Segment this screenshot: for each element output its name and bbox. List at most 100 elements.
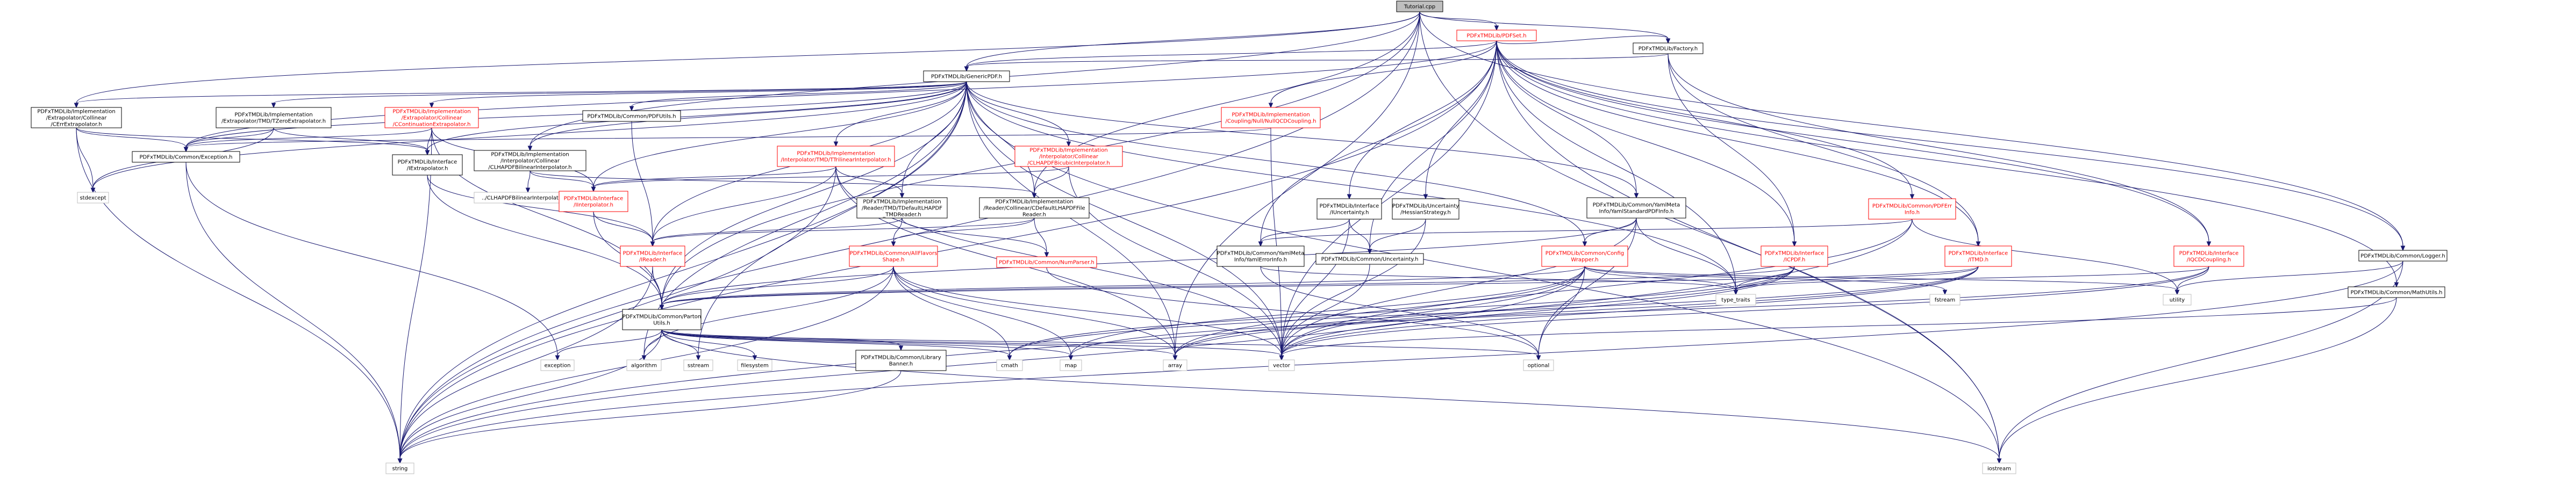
edge-line [1281,219,1350,356]
node-cdefaultreader[interactable]: PDFxTMDLib/Implementation/Reader/Colline… [979,197,1090,219]
node-label: PDFxTMDLib/Common/YamlMeta [1593,202,1680,208]
node-yamlstd[interactable]: PDFxTMDLib/Common/YamlMetaInfo/YamlStand… [1586,197,1686,219]
edge-line [966,81,1585,242]
node-box [2348,286,2445,298]
node-logger[interactable]: PDFxTMDLib/Common/Logger.h [2358,250,2448,262]
edge-line [427,175,662,306]
node-label: PDFxTMDLib/Common/MathUtils.h [2351,290,2443,296]
node-label: fstream [1935,298,1956,303]
node-label: PDFxTMDLib/PDFSet.h [1466,33,1526,39]
edge-arrowhead [752,355,757,361]
node-clhapdfbicubic[interactable]: PDFxTMDLib/Implementation/Interpolator/C… [1014,146,1123,167]
edge-line [1270,40,1497,104]
node-typetraits: type_traits [1715,294,1756,306]
edge-line [661,329,1010,356]
node-genericpdf[interactable]: PDFxTMDLib/GenericPDF.h [923,70,1010,82]
edge-line [966,81,1069,142]
edge-line [399,166,836,459]
edge-arrowhead [1007,355,1012,361]
node-tmdzero[interactable]: PDFxTMDLib/Implementation/Extrapolator/T… [216,107,332,128]
node-box [1163,359,1187,371]
edge-arrowhead [1909,194,1915,200]
node-label: Shape.h [883,257,905,263]
node-uncertainty[interactable]: PDFxTMDLib/Common/Uncertainty.h [1315,253,1424,265]
edge-line [966,11,1420,67]
node-pdfutils[interactable]: PDFxTMDLib/Common/PDFUtils.h [582,110,681,122]
node-label: ../CLHAPDFBilinearInterpolator.tpp [482,196,574,201]
node-algorithm: algorithm [626,359,662,371]
node-label: string [392,466,408,472]
edge-clhapdfbicubic-to-iinterpolator [591,166,1069,192]
node-mathutils[interactable]: PDFxTMDLib/Common/MathUtils.h [2348,286,2445,298]
node-iuncertainty[interactable]: PDFxTMDLib/Interface/IUncertainty.h [1316,198,1382,220]
node-stdexcept: stdexcept [77,192,109,204]
node-box [2163,294,2192,306]
node-label: PDFxTMDLib/Implementation [1232,112,1310,118]
node-yamlerror[interactable]: PDFxTMDLib/Common/YamlMetaInfo/YamlError… [1217,245,1305,267]
node-label: PDFxTMDLib/Common/NumParser.h [999,260,1094,266]
node-exception[interactable]: PDFxTMDLib/Common/Exception.h [132,151,240,163]
node-label: PDFxTMDLib/Common/Exception.h [139,155,232,161]
node-box [132,151,240,163]
edge-line [1034,218,1047,253]
node-contextrap[interactable]: PDFxTMDLib/Implementation/Extrapolator/C… [384,107,479,128]
edge-arrowhead [1032,193,1037,199]
node-itmd[interactable]: PDFxTMDLib/Interface/ITMD.h [1944,245,2012,267]
node-icpdf[interactable]: PDFxTMDLib/Interface/ICPDF.h [1761,245,1828,267]
edge-itmd-to-typetraits [1733,266,1979,295]
node-box [996,359,1023,371]
node-iinterpolator[interactable]: PDFxTMDLib/Interface/IInterpolator.h [559,191,628,212]
node-label: optional [1528,363,1550,369]
node-clhapdfbilinear[interactable]: PDFxTMDLib/Implementation/Interpolator/C… [474,150,586,171]
edge-line [427,81,967,151]
edge-itmd-to-partonutils [659,266,1979,310]
edge-genericpdf-to-clhapdfbicubic [966,81,1071,147]
node-hessian[interactable]: PDFxTMDLib/Uncertainty/HessianStrategy.h [1392,198,1459,220]
edge-line [1349,219,1370,250]
node-iqcdcoupling[interactable]: PDFxTMDLib/Interface/IQCDCoupling.h [2173,245,2244,267]
edge-line [643,266,894,356]
node-box [856,197,948,219]
node-tmdreader[interactable]: PDFxTMDLib/Implementation/Reader/TMD/TDe… [856,197,948,219]
node-sstream: sstream [683,359,713,371]
edge-line [652,218,903,242]
edge-line [1419,11,1669,39]
node-nullcoupling[interactable]: PDFxTMDLib/Implementation/Coupling/Null/… [1221,107,1321,128]
node-pdfset[interactable]: PDFxTMDLib/PDFSet.h [1456,30,1537,41]
node-box [1982,462,2016,474]
node-ireader[interactable]: PDFxTMDLib/Interface/IReader.h [620,245,685,267]
edge-arrowhead [2400,245,2406,251]
edge-line [652,218,1035,242]
edge-hessian-to-vector [1279,219,1426,361]
node-box [1929,294,1960,306]
edge-line [1281,219,1426,356]
node-factory[interactable]: PDFxTMDLib/Factory.h [1633,42,1704,54]
node-cerr[interactable]: PDFxTMDLib/Implementation/Extrapolator/C… [31,107,122,128]
edge-line [427,127,432,151]
edge-arrowhead [1665,38,1671,44]
edge-line [399,40,1497,459]
edge-arrowhead [1068,355,1074,361]
edge-line [427,175,653,242]
node-box [1396,1,1443,12]
edge-line [893,266,1176,356]
edge-arrowhead [271,103,276,108]
node-label: PDFxTMDLib/GenericPDF.h [931,74,1002,80]
edge-line [966,81,1736,291]
edge-arrowhead [1172,355,1178,361]
edge-line [661,329,1071,356]
edge-pdfset-to-genericpdf [964,40,1497,72]
node-label: /Interpolator/TMD/TTrilinearInterpolator… [781,157,891,163]
node-iostream: iostream [1982,462,2016,474]
node-tmdtrilinear[interactable]: PDFxTMDLib/Implementation/Interpolator/T… [777,146,895,167]
node-box [540,359,575,371]
edge-line [966,81,2000,459]
node-iextrapolator[interactable]: PDFxTMDLib/Interface/IExtrapolator.h [392,154,463,176]
node-label: PDFxTMDLib/Factory.h [1638,46,1698,52]
node-numparser[interactable]: PDFxTMDLib/Common/NumParser.h [996,256,1097,268]
